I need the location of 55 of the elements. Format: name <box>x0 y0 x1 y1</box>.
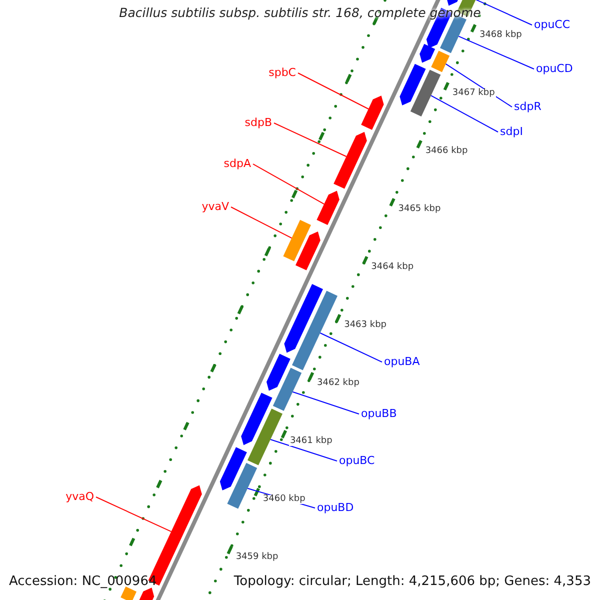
gene-feature <box>241 392 272 446</box>
gene-bar <box>227 462 258 509</box>
gene-label: sdpI <box>500 126 523 137</box>
leader-line <box>252 164 325 205</box>
gene-bar <box>431 50 450 72</box>
scale-label: 3464 kbp <box>370 263 415 272</box>
gene-label: opuBB <box>361 408 397 419</box>
scale-label: 3466 kbp <box>424 147 469 156</box>
leader-line <box>274 122 347 157</box>
scale-label: 3462 kbp <box>316 379 360 388</box>
scale-label: 3463 kbp <box>343 321 388 330</box>
scale-label: 3468 kbp <box>478 31 523 40</box>
gene-feature <box>361 96 384 130</box>
gene-label: opuBC <box>339 455 375 466</box>
gene-label: yvaQ <box>66 491 94 502</box>
gene-feature <box>284 284 323 353</box>
leader-line <box>458 36 534 70</box>
gene-label: opuBD <box>317 502 354 513</box>
gene-feature <box>220 447 247 490</box>
leader-line <box>298 72 369 110</box>
gene-label: opuCD <box>536 63 573 74</box>
gene-label: opuBA <box>384 356 420 367</box>
gene-bar <box>283 220 311 262</box>
gene-feature <box>138 588 154 600</box>
leader-line <box>475 0 532 26</box>
leader-line <box>320 332 382 362</box>
leader-line <box>430 95 498 132</box>
leader-line <box>270 439 338 462</box>
gene-bar <box>292 290 338 370</box>
gene-feature <box>316 190 340 225</box>
gene-feature <box>296 232 320 270</box>
gene-bar <box>272 368 302 411</box>
gene-label: opuCC <box>534 19 570 30</box>
gene-label: spbC <box>268 67 296 78</box>
scale-label: 3461 kbp <box>288 437 334 446</box>
gene-feature <box>334 132 367 189</box>
gene-bar <box>410 70 441 116</box>
gene-feature <box>266 354 290 391</box>
gene-label: yvaV <box>202 201 229 212</box>
scale-label: 3465 kbp <box>397 205 442 214</box>
footer-text: Topology: circular; Length: 4,215,606 bp; Genes: 4,353 <box>234 575 591 588</box>
scale-label: 3467 kbp <box>451 89 496 98</box>
gene-label: sdpA <box>224 158 251 169</box>
scale-label: 3460 kbp <box>262 495 306 504</box>
scale-label: 3459 kbp <box>234 553 280 562</box>
leader-line <box>96 496 172 532</box>
leader-line <box>292 391 360 414</box>
gene-bar <box>120 586 136 600</box>
footer-text: Accession: NC_000964 <box>9 575 157 588</box>
gene-bar <box>248 408 282 466</box>
leader-line <box>230 206 292 239</box>
gene-feature <box>400 64 426 106</box>
gene-feature <box>420 44 436 63</box>
gene-label: sdpR <box>514 101 542 112</box>
gene-label: sdpB <box>244 117 272 128</box>
